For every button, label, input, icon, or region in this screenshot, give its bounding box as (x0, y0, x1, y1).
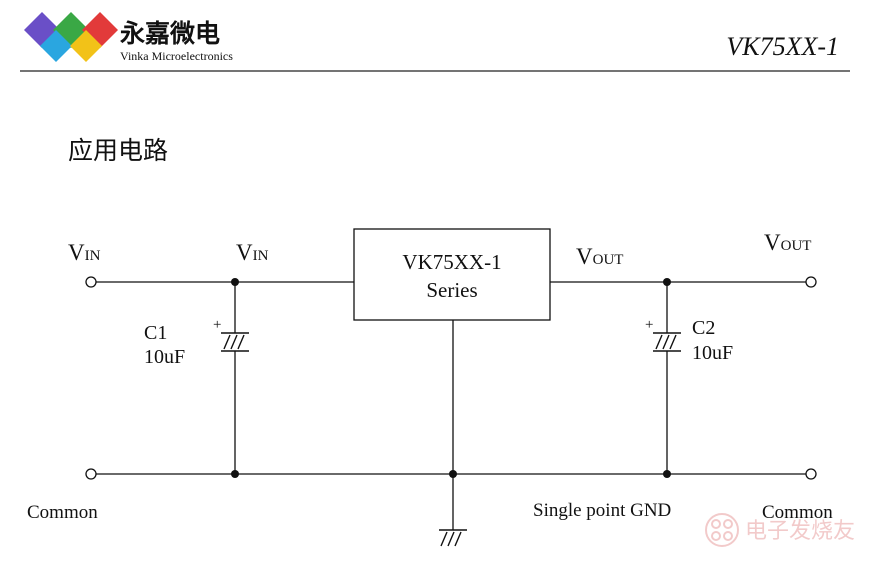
c2-value-label: 10uF (692, 342, 733, 364)
c1-polarity-plus: + (213, 317, 221, 333)
terminal-common-left (85, 468, 97, 480)
terminal-common-right (805, 468, 817, 480)
terminal-vout (805, 276, 817, 288)
capacitor-c1 (221, 332, 249, 352)
ic-series-label: Series (426, 278, 477, 302)
watermark: 电子发烧友 (705, 513, 855, 547)
logo-diamond-blue (40, 30, 72, 62)
terminal-vin (85, 276, 97, 288)
watermark-logo (705, 513, 739, 547)
document-title: VK75XX-1 (726, 32, 839, 61)
brand-chinese-name: 永嘉微电 (120, 19, 220, 48)
junction-gnd (449, 470, 457, 478)
regulator-ic (353, 228, 551, 321)
c1-value-label: 10uF (144, 346, 185, 368)
vout-mid-label: VOUT (576, 244, 623, 269)
logo-diamond-yellow (70, 30, 102, 62)
section-title: 应用电路 (68, 136, 168, 165)
ground-symbol (439, 529, 467, 547)
junction-c2-top (663, 278, 671, 286)
vout-right-label: VOUT (764, 230, 811, 255)
brand-english-name: Vinka Microelectronics (120, 49, 233, 63)
vin-mid-label: VIN (236, 240, 269, 265)
common-left-label: Common (27, 502, 98, 523)
ic-part-number: VK75XX-1 (402, 250, 501, 274)
single-point-gnd-label: Single point GND (533, 500, 671, 521)
junction-c2-bottom (663, 470, 671, 478)
junction-c1-top (231, 278, 239, 286)
c2-polarity-plus: + (645, 317, 653, 333)
c2-name-label: C2 (692, 317, 715, 339)
junction-c1-bottom (231, 470, 239, 478)
watermark-text: 电子发烧友 (745, 519, 855, 544)
capacitor-c2 (653, 332, 681, 352)
vinka-logo (24, 12, 118, 62)
vin-left-label: VIN (68, 240, 101, 265)
common-right-label: Common (762, 502, 833, 523)
c1-name-label: C1 (144, 322, 167, 344)
